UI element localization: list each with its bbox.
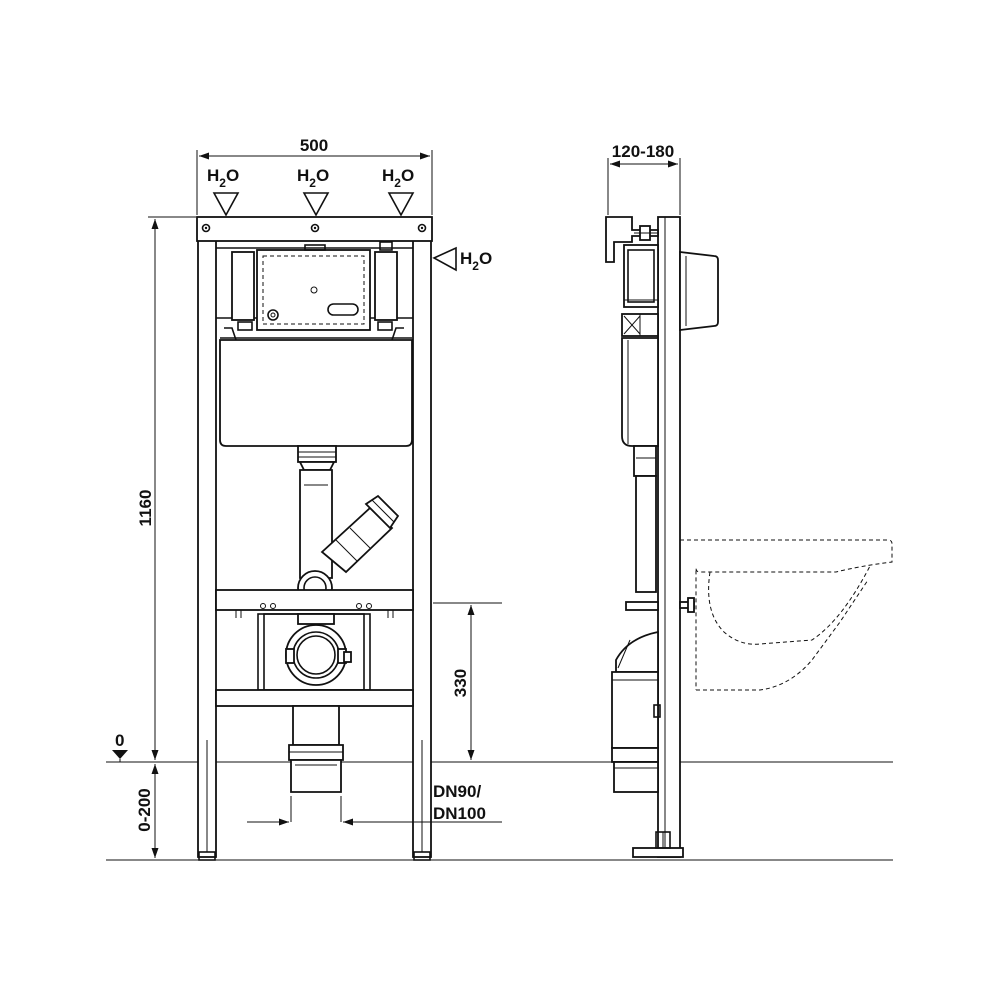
side-frame-profile [657, 216, 681, 858]
water-inlet-triangle-right [387, 192, 415, 217]
height-label: 1160 [136, 490, 155, 527]
floor-adjust-label: 0-200 [135, 788, 154, 831]
water-inlet-triangle-side [432, 246, 457, 272]
top-rail [196, 216, 433, 242]
water-inlet-triangle-center [302, 192, 330, 217]
flush-pipe [299, 469, 333, 579]
water-inlet-triangle-left [212, 192, 240, 217]
side-view [605, 216, 893, 858]
outlet-flange [285, 624, 347, 686]
depth-label: 120-180 [612, 142, 674, 161]
side-cistern [621, 337, 659, 447]
outlet-height-label: 330 [451, 669, 470, 697]
supply-valve [605, 216, 659, 263]
water-label-side: H2O [460, 249, 492, 273]
side-pipe [635, 475, 657, 593]
cistern-tank [219, 339, 413, 447]
flush-plate-frame [256, 249, 371, 331]
lower-crossbar [215, 689, 414, 707]
floor-level-label: 0 [115, 731, 124, 750]
water-label-right: H2O [382, 166, 414, 190]
water-label-center: H2O [297, 166, 329, 190]
drain-pipe [292, 705, 340, 746]
front-view [196, 216, 433, 861]
water-inlet-markers [212, 192, 457, 272]
labels: 500 120-180 1160 0-200 330 0 DN90/ DN100… [115, 136, 674, 832]
side-drain-elbow [611, 671, 659, 749]
drain-label-line1: DN90/ [433, 782, 481, 801]
drain-label-line2: DN100 [433, 804, 486, 823]
toilet-bowl-outline [680, 539, 893, 691]
water-label-left: H2O [207, 166, 239, 190]
flush-plate-outline [262, 255, 365, 325]
width-label: 500 [300, 136, 328, 155]
actuator-box [679, 250, 719, 332]
middle-crossbar [215, 589, 414, 611]
dimension-lines [112, 150, 681, 858]
floor-lines [106, 761, 893, 861]
